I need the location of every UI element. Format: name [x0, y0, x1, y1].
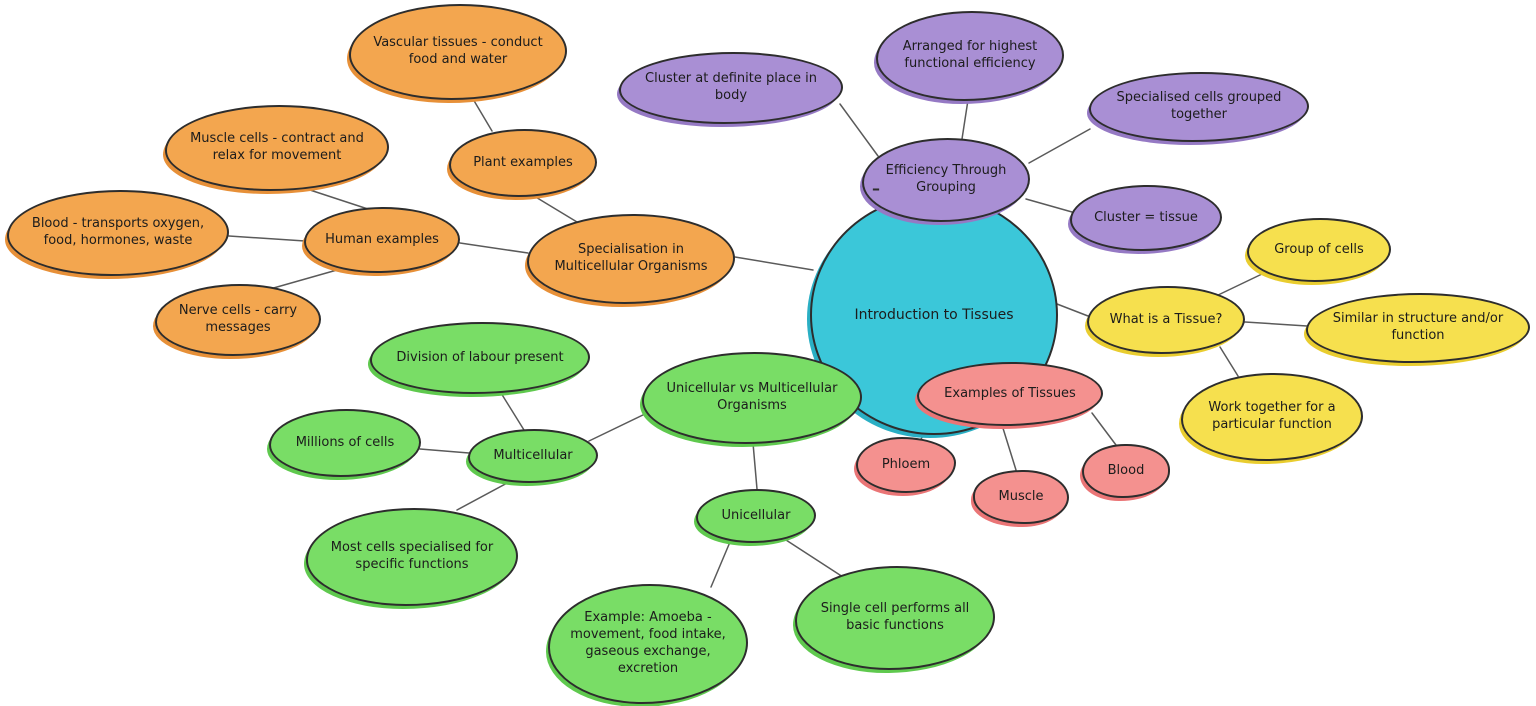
- node-label: Specialisation in Multicellular Organism…: [554, 242, 708, 274]
- node-label: Most cells specialised for specific func…: [330, 540, 494, 572]
- node-label: Vascular tissues - conduct food and wate…: [373, 35, 543, 67]
- node-label: Examples of Tissues: [944, 385, 1076, 401]
- node-label: Efficiency Through Grouping: [885, 163, 1007, 195]
- node-label: Cluster at definite place in body: [645, 71, 817, 103]
- node-phloem[interactable]: Phloem: [856, 437, 956, 493]
- connector-efficiency-specialisedgrouped: [1028, 128, 1091, 164]
- connector-whatis-groupcells: [1213, 273, 1263, 298]
- node-label: What is a Tissue?: [1109, 311, 1223, 327]
- node-label: Plant examples: [473, 154, 573, 170]
- node-label: Arranged for highest functional efficien…: [902, 39, 1038, 71]
- connector-unicellular-singlecell: [785, 539, 844, 578]
- node-label: Division of labour present: [396, 349, 564, 365]
- connector-nerve-human: [269, 265, 352, 290]
- node-nerve-cells[interactable]: Nerve cells - carry messages: [155, 284, 321, 356]
- node-label: Multicellular: [493, 447, 573, 463]
- connector-efficiency-arranged: [961, 99, 969, 140]
- node-label: Group of cells: [1274, 241, 1364, 257]
- node-label: Human examples: [325, 231, 439, 247]
- node-label: Example: Amoeba - movement, food intake,…: [570, 610, 726, 676]
- connector-unicellular-amoeba: [710, 541, 731, 588]
- node-label: Work together for a particular function: [1208, 400, 1336, 432]
- node-label: Nerve cells - carry messages: [178, 303, 298, 335]
- connector-whatis-similar: [1244, 321, 1308, 327]
- connector-examples-muscle: [1001, 424, 1017, 471]
- node-plant-examples[interactable]: Plant examples: [449, 129, 597, 197]
- node-label: Muscle cells - contract and relax for mo…: [190, 131, 364, 163]
- connector-vascular-plant: [472, 98, 493, 132]
- connector-specialisation-intro: [734, 256, 814, 271]
- node-label: Blood: [1107, 462, 1145, 478]
- node-label: Unicellular: [721, 507, 791, 523]
- connector-whatis-worktogether: [1219, 346, 1239, 377]
- connector-univsmulti-multicellular: [588, 412, 648, 442]
- connector-multicellular-mostcells: [456, 481, 510, 511]
- node-label: Unicellular vs Multicellular Organisms: [666, 381, 838, 413]
- node-label: Millions of cells: [295, 434, 395, 450]
- connector-division-multicellular: [500, 392, 525, 431]
- connector-blood-human: [228, 235, 306, 242]
- connector-plant-specialisation: [533, 195, 578, 223]
- node-label: Introduction to Tissues: [854, 306, 1014, 323]
- connector-efficiency-clusterplace: [839, 103, 879, 157]
- connector-examples-blood: [1091, 412, 1117, 446]
- collapse-indicator-icon[interactable]: –: [872, 179, 880, 198]
- connector-human-specialisation: [459, 242, 529, 254]
- connector-efficiency-clustertissue: [1025, 198, 1073, 213]
- node-label: Muscle: [998, 488, 1044, 504]
- node-muscle[interactable]: Muscle: [973, 470, 1069, 524]
- node-label: Similar in structure and/or function: [1332, 311, 1504, 343]
- node-label: Single cell performs all basic functions: [820, 601, 970, 633]
- connector-intro-whatis: [1056, 303, 1089, 317]
- node-label: Cluster = tissue: [1094, 209, 1198, 225]
- connector-millions-multicellular: [419, 448, 470, 454]
- node-blood[interactable]: Blood: [1082, 444, 1170, 498]
- node-label: Phloem: [881, 456, 931, 472]
- connector-univsmulti-unicellular: [752, 442, 758, 490]
- node-label: Specialised cells grouped together: [1116, 90, 1282, 122]
- node-label: Blood - transports oxygen, food, hormone…: [31, 216, 205, 248]
